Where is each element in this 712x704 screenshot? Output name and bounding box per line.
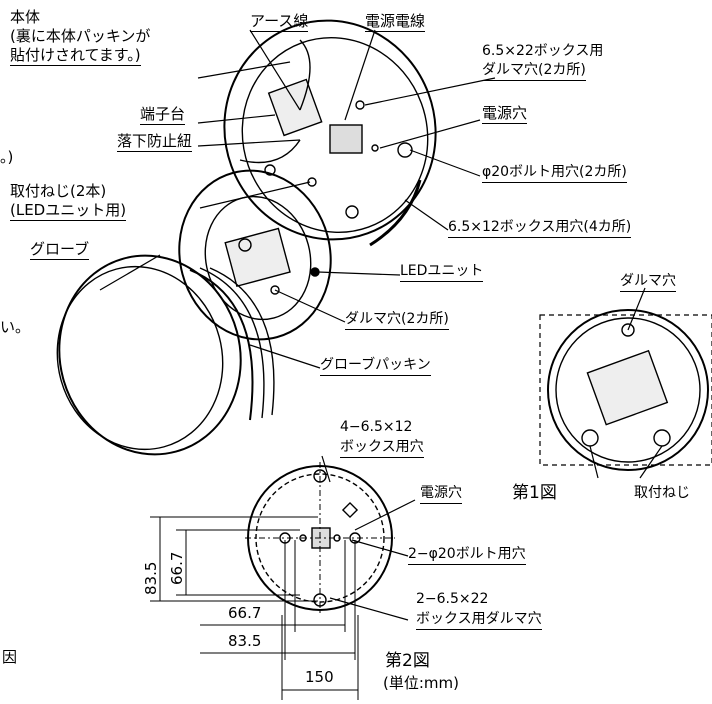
label-daruma-hole-2: ダルマ穴(2カ所) [345,310,449,330]
dim-66-7-vertical: 66.7 [168,551,186,585]
label-body: 本体 [10,8,41,26]
label-fig2-box22-a: 2−6.5×22 [416,591,489,607]
label-fig2-box12-b: ボックス用穴 [340,438,424,458]
label-fragment-1: 。) [0,148,14,166]
label-fig1: 第1図 [512,483,557,503]
label-earth-wire: アース線 [250,12,309,32]
label-mount-screw-2: (LEDユニット用) [10,201,127,221]
label-fig1-screw: 取付ねじ [634,485,690,501]
label-fig2-power-hole: 電源穴 [420,484,462,504]
label-fall-cord: 落下防止紐 [117,132,193,152]
dim-83-5-horizontal: 83.5 [228,632,262,650]
dim-150: 150 [305,668,334,686]
dimension-lines [150,516,359,700]
label-mount-screw-1: 取付ねじ(2本) [10,182,107,200]
label-fig2-unit: (単位:mm) [383,674,459,692]
led-unit [178,169,332,341]
leader-lines [99,29,496,369]
label-terminal: 端子台 [140,105,186,125]
fig2-top-view [245,455,416,621]
label-globe-packing: グローブパッキン [320,356,431,376]
fig1-inset [539,287,712,479]
label-fig2-box12-a: 4−6.5×12 [340,419,413,435]
label-fig2-box22-b: ボックス用ダルマ穴 [416,610,542,630]
label-led-unit: LEDユニット [400,262,484,282]
label-bolt-hole: φ20ボルト用穴(2カ所) [482,163,627,183]
label-fragment-3: 因 [2,648,18,666]
dim-66-7-horizontal: 66.7 [228,604,262,622]
label-fig1-daruma: ダルマ穴 [620,272,676,292]
label-power-wire: 電源電線 [365,12,426,32]
label-fig2-bolt: 2−φ20ボルト用穴 [408,545,526,565]
globe [56,254,275,456]
label-box-hole-12: 6.5×12ボックス用穴(4カ所) [448,218,632,238]
label-box-hole-22-a: 6.5×22ボックス用 [482,43,604,59]
dim-83-5-vertical: 83.5 [142,561,160,595]
label-power-hole: 電源穴 [482,104,528,124]
label-globe: グローブ [30,240,90,260]
label-body-note-1: (裏に本体パッキンが [10,27,151,45]
label-fig2: 第2図 [385,651,430,671]
label-body-note-2: 貼付けされてます。) [10,46,141,66]
label-fragment-2: い。 [0,318,31,336]
label-box-hole-22-b: ダルマ穴(2カ所) [482,61,586,81]
main-body [223,19,437,247]
